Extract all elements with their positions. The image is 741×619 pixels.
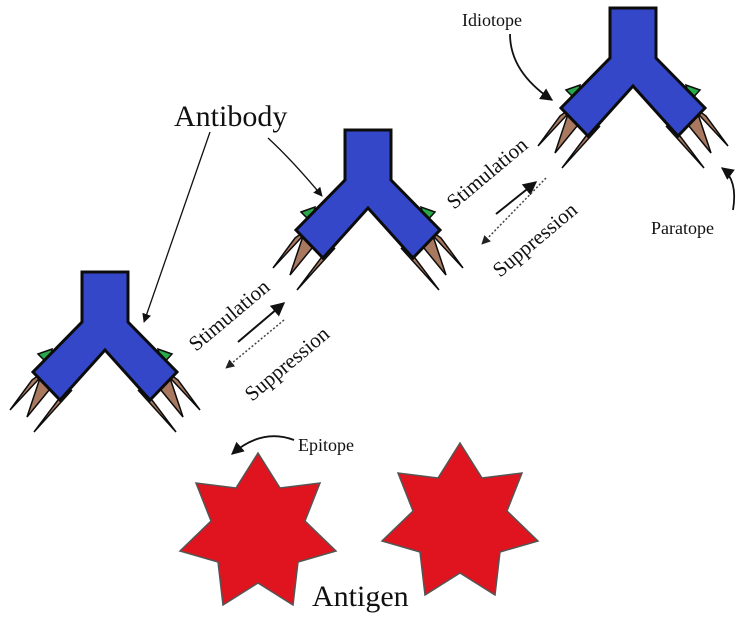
antibody-left-icon xyxy=(10,272,200,432)
antibody-label: Antibody xyxy=(174,100,287,133)
paratope-label: Paratope xyxy=(651,218,714,238)
antibody-pointer-left xyxy=(144,132,210,322)
stimulation-label-upper: Stimulation xyxy=(442,132,533,214)
stimulation-arrow-upper xyxy=(496,182,536,214)
suppression-label-lower: Suppression xyxy=(240,321,334,406)
paratope-pointer xyxy=(722,168,734,210)
antibody-pointer-middle xyxy=(268,138,322,196)
epitope-pointer xyxy=(232,436,294,454)
stimulation-label-lower: Stimulation xyxy=(184,274,275,356)
antigen-label: Antigen xyxy=(312,580,409,613)
idiotope-pointer xyxy=(510,34,552,100)
antibody-right-icon xyxy=(538,8,728,168)
antigen-star-right-icon xyxy=(382,443,538,595)
idiotope-label: Idiotope xyxy=(462,10,522,30)
antibody-middle-icon xyxy=(273,130,463,290)
epitope-label: Epitope xyxy=(298,435,354,455)
